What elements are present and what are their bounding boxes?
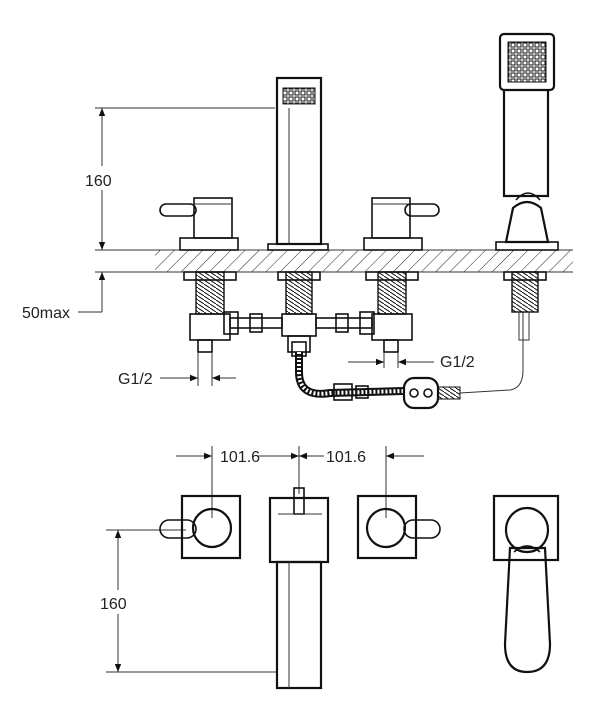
thread-dimension-left: G1/2 [118, 352, 236, 388]
left-handle-plan [159, 494, 242, 560]
height-label: 160 [85, 173, 112, 190]
spacing-right-label: 101.6 [326, 449, 366, 466]
right-handle-plan [356, 494, 441, 560]
left-mixer-handle [159, 197, 239, 353]
elevation-view: 160 50max [22, 32, 573, 410]
hand-shower [495, 32, 559, 341]
plan-depth-label: 160 [100, 596, 127, 613]
plan-view: 101.6 101.6 160 [96, 444, 560, 690]
deck-surface [95, 249, 573, 273]
right-mixer-handle [363, 197, 440, 353]
under-deck-dimension: 50max [22, 272, 106, 322]
under-deck-label: 50max [22, 305, 70, 322]
thread-dimension-right: G1/2 [348, 352, 475, 371]
height-dimension: 160 [84, 107, 275, 250]
spout-plan [268, 487, 330, 690]
connecting-pipe [223, 311, 375, 335]
spacing-left-label: 101.6 [220, 449, 260, 466]
thread-right-label: G1/2 [440, 354, 475, 371]
hand-shower-plan [492, 494, 560, 674]
thread-left-label: G1/2 [118, 371, 153, 388]
braided-hose [291, 312, 524, 410]
spout [267, 76, 329, 353]
spacing-dimension: 101.6 101.6 [176, 444, 424, 518]
plan-depth-dimension: 160 [96, 529, 276, 673]
